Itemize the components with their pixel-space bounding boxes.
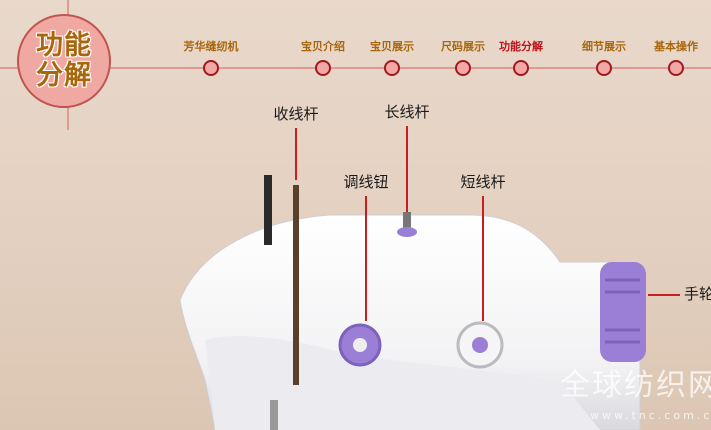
nav-dot-intro[interactable]	[315, 60, 331, 76]
leader-short-spool-pin	[482, 196, 484, 321]
watermark-url: www.tnc.com.cn	[590, 409, 711, 422]
nav-dot-size[interactable]	[455, 60, 471, 76]
handwheel-grip-lines	[605, 278, 640, 344]
take-up-lever	[293, 185, 299, 385]
nav-item-brand[interactable]: 芳华缝纫机	[183, 40, 239, 53]
tension-knob-center	[353, 338, 367, 352]
callout-handwheel: 手轮	[684, 285, 711, 303]
leader-long-spool-pin	[406, 126, 408, 212]
short-spool-pin-base	[397, 227, 417, 237]
machine-front-shade	[205, 335, 600, 430]
presser-bar	[270, 400, 278, 430]
nav-item-operation[interactable]: 基本操作	[654, 40, 698, 53]
callout-short-spool-pin: 短线杆	[460, 173, 506, 191]
section-badge: 功能 分解	[17, 14, 111, 108]
leader-tension-knob	[365, 196, 367, 321]
bobbin-winder-center	[472, 337, 488, 353]
nav-dot-details[interactable]	[596, 60, 612, 76]
badge-line-1: 功能	[36, 30, 92, 61]
spool-pin-long	[264, 175, 272, 245]
nav-item-details[interactable]: 细节展示	[582, 40, 626, 53]
callout-tension-knob: 调线钮	[343, 173, 389, 191]
watermark: 全球纺织网	[560, 368, 711, 403]
badge-line-2: 分解	[36, 60, 92, 91]
nav-dot-functions[interactable]	[513, 60, 529, 76]
nav-timeline-line	[0, 67, 711, 69]
leader-handwheel	[648, 294, 680, 296]
nav-item-functions[interactable]: 功能分解	[499, 40, 543, 53]
callout-take-up-lever: 收线杆	[273, 105, 319, 123]
nav-dot-display[interactable]	[384, 60, 400, 76]
leader-take-up-lever	[295, 128, 297, 180]
short-spool-pin	[403, 212, 411, 230]
handwheel-icon	[600, 262, 646, 362]
nav-item-display[interactable]: 宝贝展示	[370, 40, 414, 53]
nav-item-intro[interactable]: 宝贝介绍	[301, 40, 345, 53]
nav-dot-operation[interactable]	[668, 60, 684, 76]
nav-item-size[interactable]: 尺码展示	[441, 40, 485, 53]
callout-long-spool-pin: 长线杆	[384, 103, 430, 121]
nav-dot-brand[interactable]	[203, 60, 219, 76]
